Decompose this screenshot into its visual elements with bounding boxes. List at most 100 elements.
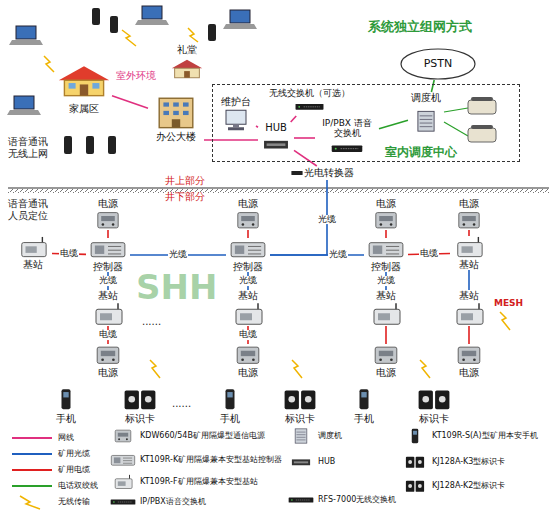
drawing-part: [341, 148, 359, 149]
drawing-part: [111, 499, 136, 504]
drawing-part: [123, 458, 132, 459]
drawing-part: [111, 455, 134, 465]
drawing-part: [296, 434, 305, 435]
house-icon: [56, 58, 112, 103]
drawing-part: [390, 358, 393, 361]
edge-label: 光缆: [376, 276, 396, 286]
drawing-part: [168, 56, 206, 81]
edge-label: 光缆: [317, 215, 337, 225]
node-label: 基站: [238, 290, 258, 302]
id-card: 标识卡: [278, 386, 322, 424]
legend-text: 矿用光缆: [58, 449, 90, 458]
drawing-part: [364, 238, 408, 261]
node-label: 调度机: [411, 92, 441, 104]
node-label: 基站: [459, 290, 479, 302]
drawing-part: [92, 83, 99, 89]
power-unit: 电源: [90, 344, 126, 378]
drawing-part: [252, 223, 255, 226]
drawing-part: [292, 360, 302, 378]
drawing-part: [301, 390, 315, 409]
drawing-part: [252, 358, 255, 361]
drawing-part: [413, 431, 417, 435]
pw-icon: [451, 344, 487, 367]
drawing-part: [118, 433, 128, 437]
drawing-part: [115, 430, 131, 442]
drawing-part: [69, 83, 76, 89]
connector: [107, 230, 109, 238]
switch-icon: [315, 139, 379, 158]
drawing-part: [406, 457, 414, 468]
drawing-part: [457, 309, 483, 324]
node-label: 办公大楼: [156, 131, 196, 143]
pw-icon: [231, 210, 265, 231]
drawing-part: [114, 457, 121, 463]
drawing-part: [420, 122, 433, 123]
legend-text: KJ128A-K3型标识卡: [432, 457, 505, 466]
drawing-part: [473, 358, 476, 361]
legend-line-sample: [12, 485, 52, 487]
legend-icon: [406, 457, 424, 468]
drawing-part: [216, 108, 256, 133]
node-label: 控制器: [93, 261, 123, 273]
node-label: 基站: [23, 259, 43, 271]
connector: [385, 326, 387, 344]
drawing-part: [123, 460, 132, 461]
drawing-part: [238, 212, 258, 227]
node-label: 电源: [98, 198, 118, 210]
drawing-part: [408, 460, 412, 464]
auditorium: 礼堂: [168, 44, 206, 80]
node-label: 电源: [376, 367, 396, 379]
drawing-part: [379, 216, 393, 221]
drawing-part: [44, 28, 510, 378]
drawing-part: [368, 344, 404, 367]
edge-label: 光缆: [238, 276, 258, 286]
node-label: 维护台: [221, 96, 251, 108]
wireless-switch: 无线交换机（可选）: [266, 88, 353, 116]
legend-text: KT109R-K矿用隔爆兼本安型基站控制器: [140, 455, 282, 464]
connector: [291, 116, 297, 122]
drawing-part: [379, 351, 393, 356]
ctrl-icon: [86, 238, 130, 261]
drawing-part: [444, 97, 496, 142]
connector: [431, 80, 434, 92]
drawing-part: [113, 501, 115, 503]
node-label: IP/PBX 语音交换机: [318, 118, 376, 139]
drawing-part: [126, 438, 128, 440]
card-icon: [118, 386, 162, 413]
drawing-part: [315, 139, 379, 158]
node-label: 电源: [376, 198, 396, 210]
drawing-part: [303, 107, 319, 108]
bs-icon: [88, 302, 128, 327]
drawing-part: [266, 98, 353, 116]
legend-text: RFS-7000无线交换机: [318, 495, 396, 504]
node-label: 标识卡: [419, 413, 449, 425]
drawing-part: [292, 459, 310, 465]
base-station: 基站: [88, 290, 128, 326]
drawing-part: [163, 111, 169, 115]
power-unit: 电源: [451, 344, 487, 378]
drawing-part: [56, 58, 112, 103]
drawing-part: [92, 8, 100, 25]
ippbx-switch: IP/PBX 语音交换机: [315, 118, 379, 158]
mine-handset: 手机: [212, 386, 248, 424]
drawing-part: [228, 127, 244, 130]
drawing-part: [59, 66, 109, 80]
drawing-part: [108, 250, 121, 251]
diagram-title: 系统独立组网方式: [368, 20, 472, 35]
drawing-part: [172, 119, 180, 127]
drawing-part: [278, 386, 322, 413]
drawing-part: [369, 210, 403, 231]
base-station-controller: 控制器: [364, 238, 408, 272]
drawing-part: [172, 59, 202, 68]
drawing-part: [390, 223, 393, 226]
drawing-part: [141, 390, 155, 409]
drawing-part: [223, 24, 257, 29]
drawing-part: [64, 8, 216, 154]
node-label: 手机: [220, 413, 240, 425]
drawing-part: [346, 386, 382, 413]
text-label: 语音通讯 人员定位: [8, 198, 52, 221]
legend-text: KJ128A-K2型标识卡: [432, 481, 505, 490]
legend-line-sample: [12, 469, 52, 471]
legend-icon: [115, 475, 132, 489]
drawing-part: [173, 102, 179, 106]
